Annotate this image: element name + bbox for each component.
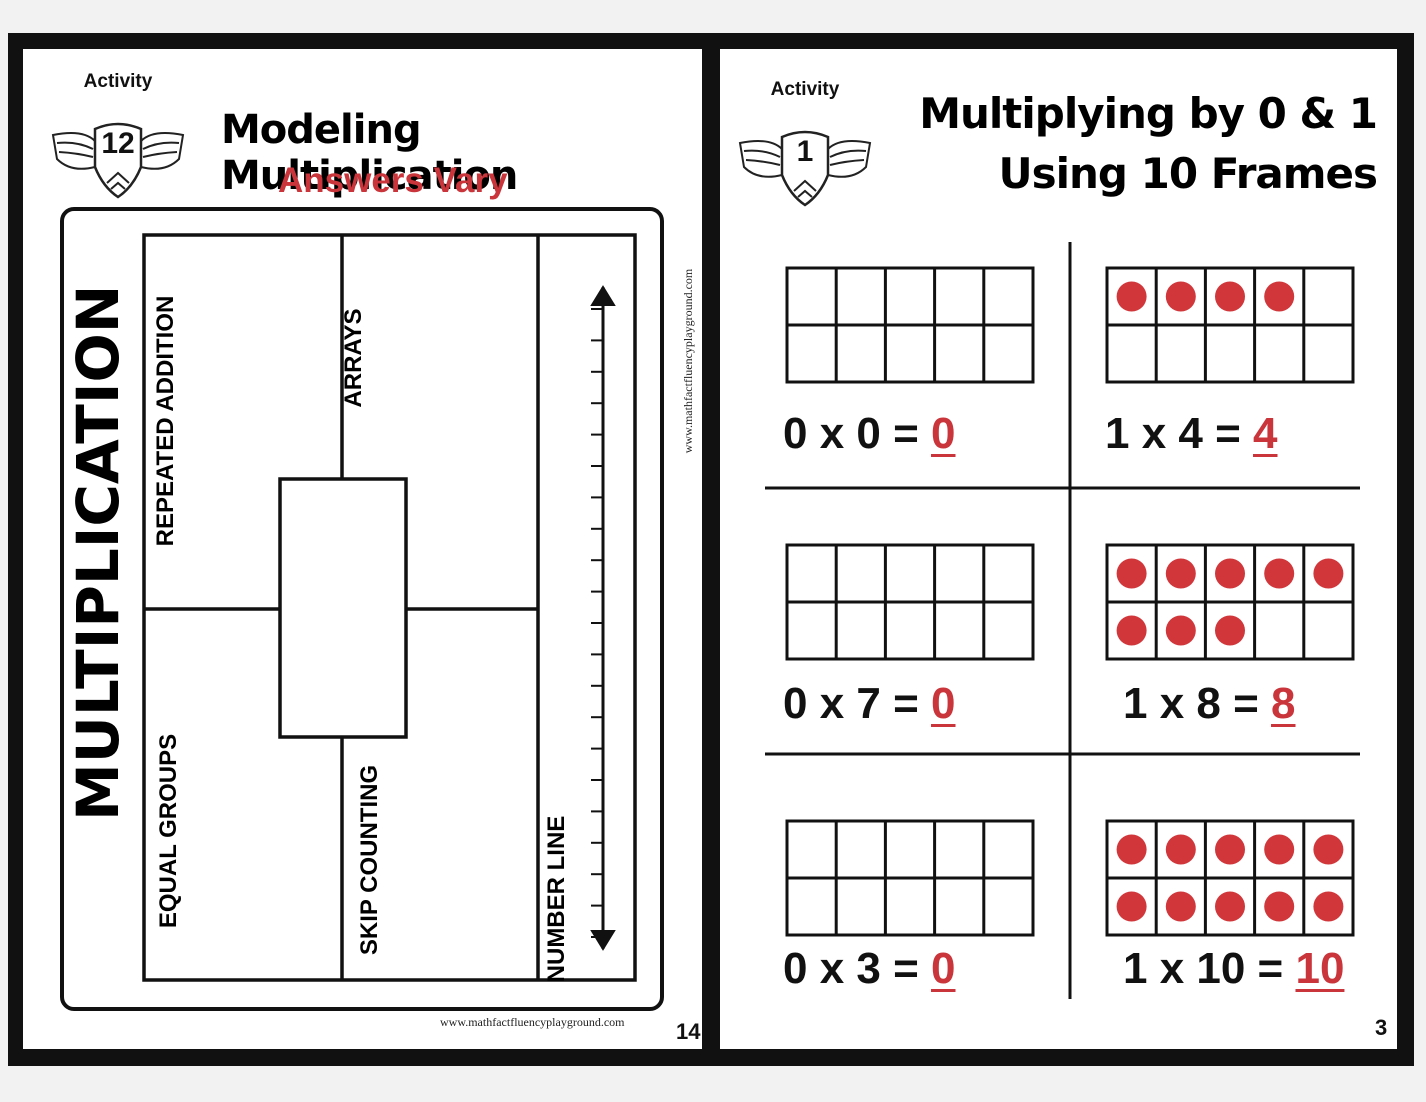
equation-answer: 10 — [1295, 944, 1345, 993]
side-website-url: www.mathfactfluencyplayground.com — [681, 268, 695, 454]
counter-dot — [1264, 891, 1295, 922]
ten-frame — [785, 819, 1035, 937]
equation: 1 x 10 = 10 — [1123, 944, 1344, 994]
counter-dot — [1165, 281, 1196, 312]
counter-dot — [1215, 891, 1245, 922]
counter-dot — [1264, 834, 1295, 865]
counter-dot — [1264, 281, 1295, 312]
equal-groups-label: EQUAL GROUPS — [155, 733, 182, 929]
counter-dot — [1165, 891, 1196, 922]
shield-wings-icon — [51, 122, 185, 199]
answers-vary-note: Answers Vary — [278, 161, 508, 200]
equation-expression: 0 x 3 = — [783, 944, 932, 993]
skip-counting-label: SKIP COUNTING — [356, 764, 383, 956]
arrays-label: ARRAYS — [340, 308, 367, 408]
equation: 0 x 7 = 0 — [783, 679, 956, 729]
activity-number: 12 — [101, 127, 135, 160]
number-line-label: NUMBER LINE — [543, 815, 570, 983]
counter-dot — [1116, 891, 1147, 922]
counter-dot — [1165, 615, 1196, 646]
equation-answer: 0 — [931, 409, 956, 458]
equation: 0 x 0 = 0 — [783, 409, 956, 459]
equation-expression: 0 x 7 = — [783, 679, 932, 728]
counter-dot — [1264, 558, 1295, 589]
equation-answer: 0 — [931, 679, 956, 728]
equation: 0 x 3 = 0 — [783, 944, 956, 994]
book-spread: Activity 12 Modeling Multiplication Answ… — [8, 33, 1414, 1066]
arrow-up-icon — [590, 285, 616, 306]
page-number: 3 — [1375, 1015, 1388, 1040]
activity-number: 1 — [796, 135, 814, 168]
graphic-organizer — [60, 207, 664, 1011]
equation: 1 x 8 = 8 — [1123, 679, 1296, 729]
counter-dot — [1215, 834, 1245, 865]
counter-dot — [1215, 558, 1245, 589]
counter-dot — [1215, 615, 1245, 646]
equation-answer: 8 — [1271, 679, 1296, 728]
vertical-title: MULTIPLICATION — [64, 284, 132, 821]
counter-dot — [1116, 281, 1147, 312]
page-title-line-1: Multiplying by 0 & 1 — [919, 89, 1378, 138]
equation-answer: 0 — [931, 944, 956, 993]
problem-dividers — [765, 242, 1360, 999]
arrow-down-icon — [590, 930, 616, 951]
ten-frame — [1105, 543, 1355, 661]
shield-wings-icon — [738, 130, 872, 207]
ten-frame — [785, 543, 1035, 661]
counter-dot — [1215, 281, 1245, 312]
counter-dot — [1116, 834, 1147, 865]
counter-dot — [1313, 891, 1344, 922]
counter-dot — [1165, 558, 1196, 589]
repeated-addition-label: REPEATED ADDITION — [152, 295, 179, 547]
equation-expression: 1 x 10 = — [1123, 944, 1296, 993]
counter-dot — [1116, 615, 1147, 646]
counter-dot — [1165, 834, 1196, 865]
counter-dot — [1116, 558, 1147, 589]
activity-label: Activity — [770, 79, 840, 100]
right-page: Activity 1 Multiplying by 0 & 1 Using 10… — [720, 49, 1397, 1049]
organizer-grid — [142, 233, 637, 982]
activity-label: Activity — [83, 71, 153, 92]
equation-expression: 0 x 0 = — [783, 409, 932, 458]
equation-answer: 4 — [1253, 409, 1278, 458]
page-title: Modeling Multiplication — [221, 107, 518, 199]
page-title-line-2: Using 10 Frames — [998, 149, 1378, 198]
counter-dot — [1313, 834, 1344, 865]
equation: 1 x 4 = 4 — [1105, 409, 1278, 459]
ten-frame — [1105, 266, 1355, 384]
ten-frame — [1105, 819, 1355, 937]
page-number: 14 — [676, 1019, 701, 1044]
footer-website-url: www.mathfactfluencyplayground.com — [440, 1015, 625, 1029]
equation-expression: 1 x 4 = — [1105, 409, 1254, 458]
left-page: Activity 12 Modeling Multiplication Answ… — [23, 49, 702, 1049]
counter-dot — [1313, 558, 1344, 589]
ten-frame — [785, 266, 1035, 384]
equation-expression: 1 x 8 = — [1123, 679, 1272, 728]
activity-badge: Activity 1 — [730, 77, 880, 207]
activity-badge: Activity 12 — [43, 69, 193, 199]
